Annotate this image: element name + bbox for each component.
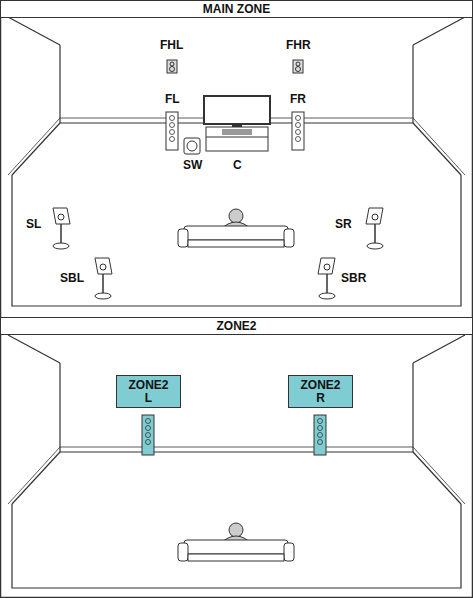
room-edge [8,17,60,45]
speaker-label: SL [26,218,41,230]
room-edge [413,447,465,504]
room-edge [59,45,60,123]
room-edge [12,504,461,588]
room-edge [8,447,60,504]
zone-speaker-box: ZONE2 L [116,375,181,408]
room-edge [412,363,413,452]
room-edge [413,17,465,45]
zone-header: ZONE2 [0,317,473,335]
room-edge [12,123,60,175]
room-edge [413,335,465,363]
speaker-label: C [233,159,242,171]
room-edge [8,335,60,363]
speaker-label: SW [183,159,202,171]
zone-speaker-label: ZONE2 R [295,379,345,404]
speaker-label: SR [335,218,352,230]
stand-speaker [53,208,70,249]
speaker-label: FHR [286,39,311,51]
sofa-with-listener [178,523,294,561]
speaker-label: SBR [341,272,366,284]
room-edge [60,447,413,448]
stand-speaker [95,258,112,299]
speaker-label: SBL [60,272,84,284]
speaker-label: FR [290,93,306,105]
room-edge [412,45,413,123]
zone-title: ZONE2 [216,320,256,332]
room-edge [8,118,60,175]
height-speaker [167,60,177,73]
room-edge [12,452,60,504]
height-speaker [293,60,303,73]
tower-speaker [166,112,178,150]
room-edge [12,175,461,306]
tv-and-rack [204,96,270,151]
tower-speaker [142,415,154,455]
zone-speaker-box: ZONE2 R [288,375,353,408]
speaker-label: FHL [160,39,183,51]
stand-speaker [366,208,383,249]
zone-title: MAIN ZONE [203,3,270,15]
tower-speaker [314,415,326,455]
speaker-label: FL [165,93,180,105]
room-edge [413,118,465,175]
zone-header: MAIN ZONE [0,0,473,18]
room-edge [413,452,461,504]
subwoofer [184,138,200,154]
zone-speaker-label: ZONE2 L [123,379,173,404]
room-edge [60,451,413,452]
room-edge [59,363,60,452]
tower-speaker [292,112,304,150]
room-edge [413,123,461,175]
stand-speaker [318,258,335,299]
sofa-with-listener [178,209,294,247]
